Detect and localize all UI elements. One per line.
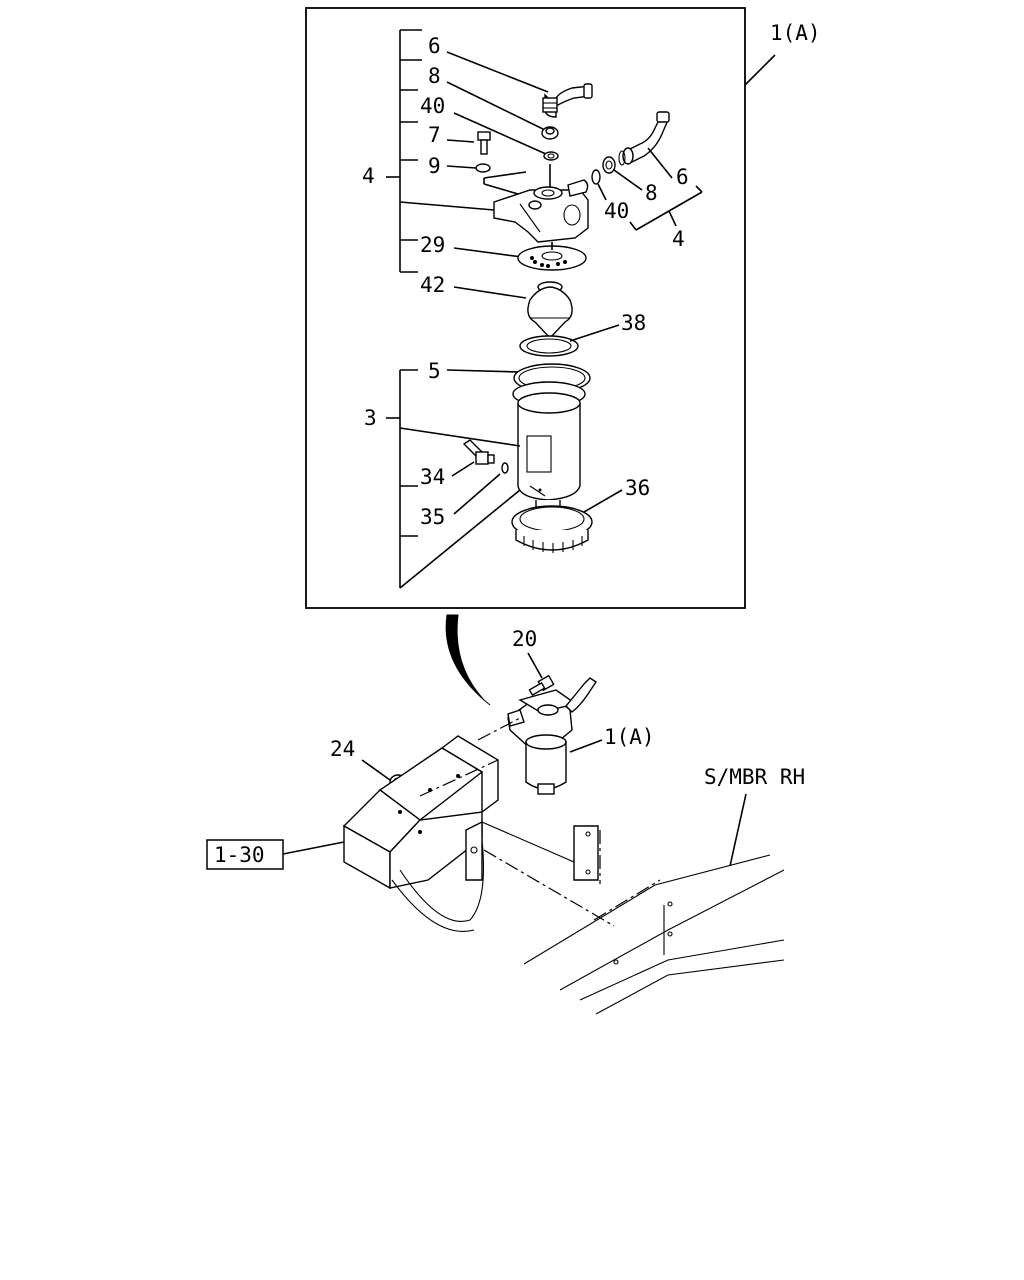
- fuel-fitting-side: [618, 111, 670, 166]
- callout-bowl-group: 3: [364, 406, 377, 430]
- callout-gasket: 38: [621, 311, 646, 335]
- mounted-filter-assembly: [507, 677, 597, 795]
- callout-washer-side: 40: [604, 199, 629, 223]
- gasket: [519, 335, 579, 357]
- washer-side: [591, 169, 601, 185]
- bolt: [477, 131, 491, 155]
- callout-seal-ring: 5: [428, 359, 441, 383]
- callout-mount-bolt: 20: [512, 627, 537, 651]
- retainer-ring: [511, 505, 593, 553]
- ref-box-label: 1-30: [214, 843, 265, 867]
- callout-fitting-top: 6: [428, 34, 441, 58]
- side-group-bracket: [629, 185, 703, 231]
- filter-bowl: [512, 381, 586, 513]
- zoom-curve-arrow: [445, 614, 491, 706]
- callout-nut-top: 8: [428, 64, 441, 88]
- head-group-bracket: [386, 29, 422, 273]
- callout-mount-nut: 24: [330, 737, 355, 761]
- callout-side-group: 4: [672, 227, 685, 251]
- side-member-rail: [523, 854, 785, 1015]
- callout-element-cone: 42: [420, 273, 445, 297]
- nut-side: [602, 156, 616, 174]
- callout-drain-washer: 35: [420, 505, 445, 529]
- nut-top: [541, 126, 559, 140]
- callout-retainer-ring: 36: [625, 476, 650, 500]
- mounting-bracket: [342, 735, 599, 932]
- callout-oring: 9: [428, 154, 441, 178]
- callout-washer-top: 40: [420, 94, 445, 118]
- callout-head-group: 4: [362, 164, 375, 188]
- callout-fitting-side: 6: [676, 165, 689, 189]
- assembly-label-detail: 1(A): [770, 21, 821, 45]
- callout-drain-plug: 34: [420, 465, 445, 489]
- callout-mounted-assembly: 1(A): [604, 725, 655, 749]
- ref-box: [206, 839, 284, 870]
- element-plate: [517, 245, 587, 271]
- drain-washer: [501, 462, 509, 474]
- washer-top: [543, 151, 559, 161]
- detail-box-frame: [305, 7, 746, 609]
- oring: [475, 163, 491, 173]
- bowl-group-bracket: [386, 369, 418, 588]
- callout-plate: 29: [420, 233, 445, 257]
- callout-bolt: 7: [428, 123, 441, 147]
- drain-plug: [462, 439, 495, 465]
- mount-bolt: [528, 674, 555, 697]
- element-cone: [527, 281, 573, 340]
- frame-label: S/MBR RH: [704, 765, 805, 789]
- callout-nut-side: 8: [645, 181, 658, 205]
- fuel-fitting-top: [542, 83, 593, 118]
- filter-head: [493, 179, 589, 243]
